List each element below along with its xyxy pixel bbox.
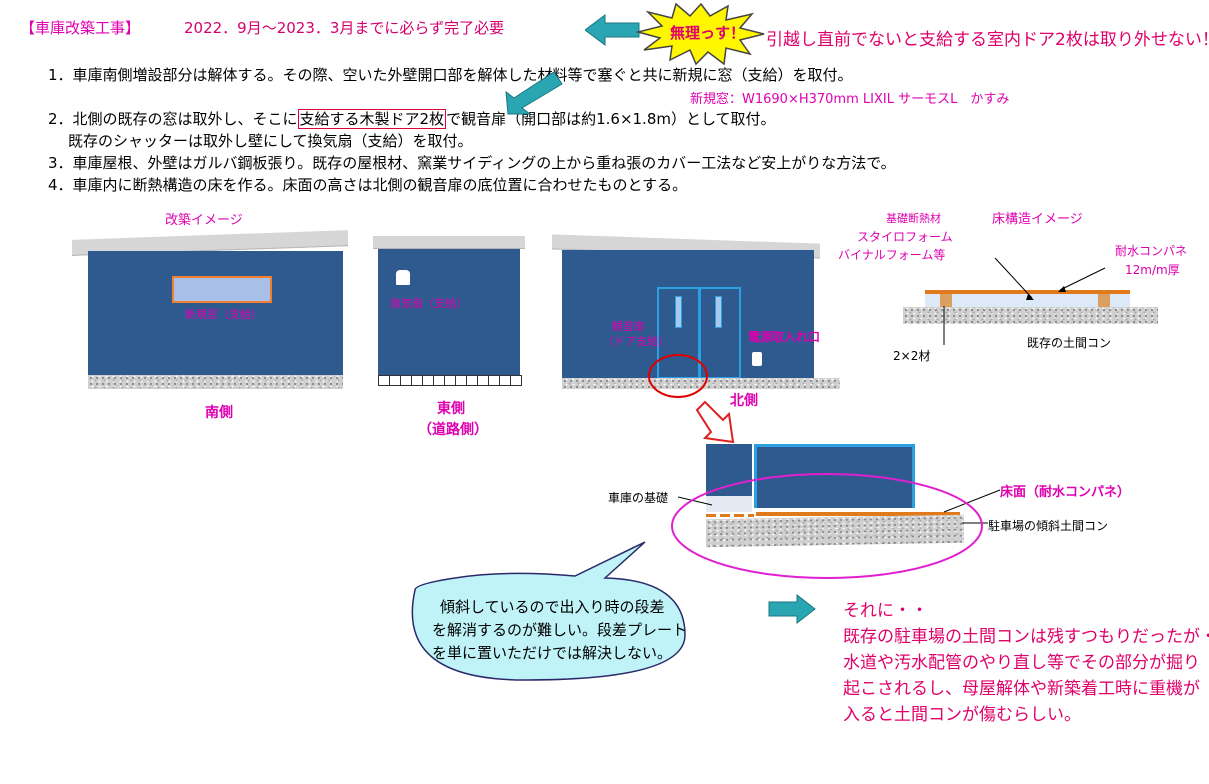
note-line-2: 既存の駐車場の土間コンは残すつもりだったが・・ (843, 627, 1209, 647)
floor-insul-2: スタイロフォーム (857, 230, 953, 244)
east-fan-label: 換気扇（支給） (390, 297, 467, 310)
floor-insul-1: 基礎断熱材 (886, 212, 941, 225)
north-outlet-label: 電源取入れ口 (748, 330, 821, 344)
detail-leader-foundation (678, 496, 713, 506)
floor-insul-3: バイナルフォーム等 (838, 248, 946, 262)
item-2-pre: 2．北側の既存の窓は取外し、そこに (48, 110, 298, 128)
header-deadline: 2022．9月～2023．3月までに必らず完了必要 (184, 19, 505, 37)
note-line-1: それに・・ (843, 601, 928, 621)
burst-shape (636, 2, 765, 66)
bubble-line-1: 傾斜しているので出入り時の段差 (440, 598, 665, 616)
detail-leader-slope (962, 522, 988, 524)
teal-arrow-diagonal-icon (505, 71, 563, 115)
item-2-post: で観音扉（開口部は約1.6×1.8m）として取付。 (446, 110, 776, 128)
bubble-line-2: を解消するのが難しい。段差プレート (432, 621, 688, 639)
floor-slab-label: 既存の土間コン (1027, 336, 1112, 350)
south-caption: 南側 (205, 405, 233, 421)
item-4: 4．車庫内に断熱構造の床を作る。床面の高さは北側の観音扉の底位置に合わせたものと… (48, 176, 688, 194)
detail-floor-panel (756, 512, 960, 516)
detail-slope-label: 駐車場の傾斜土間コン (988, 519, 1109, 533)
item-1: 1．車庫南側増設部分は解体する。その際、空いた外壁開口部を解体した材料等で塞ぐと… (48, 66, 853, 84)
detail-floor-label: 床面（耐水コンパネ） (1000, 485, 1131, 500)
burst-text: 無理っす！ (670, 24, 746, 42)
section-title: 改築イメージ (165, 213, 243, 228)
detail-highlight-ellipse (671, 473, 983, 579)
item-2-line2: 既存のシャッターは取外し壁にして換気扇（支給）を取付。 (68, 132, 473, 150)
outlet-icon (752, 352, 762, 366)
east-caption: 東側 (437, 401, 465, 417)
item-2-highlight: 支給する木製ドア2枚 (297, 109, 447, 129)
item-3: 3．車庫屋根、外壁はガルバ鋼板張り。既存の屋根材、窯業サイディングの上から重ね張… (48, 154, 896, 172)
floor-joist-left (940, 294, 952, 307)
floor-joist-label: 2×2材 (893, 349, 931, 363)
detail-foundation-base (706, 496, 752, 512)
highlight-circle (648, 354, 708, 398)
east-foundation (378, 375, 522, 386)
east-roof (373, 236, 525, 249)
speech-bubble (411, 541, 686, 681)
header-complaint: 引越し直前でないと支給する室内ドア2枚は取り外せない！ (766, 30, 1209, 50)
south-window-label: 新規窓（支給） (185, 308, 262, 321)
south-wall (88, 251, 343, 375)
detail-floor-dash (706, 514, 754, 517)
item-2: 2．北側の既存の窓は取外し、そこに支給する木製ドア2枚で観音扉（開口部は約1.6… (48, 108, 776, 129)
detail-leader-floor (943, 489, 1001, 513)
north-caption: 北側 (730, 393, 758, 409)
door-glass-left (675, 296, 682, 328)
red-arrow-down-icon (695, 400, 735, 444)
teal-arrow-left-icon (585, 14, 640, 46)
floor-panel-2: 12m/m厚 (1125, 263, 1180, 277)
bubble-line-3: を単に置いただけでは解決しない。 (432, 644, 673, 662)
note-line-4: 起こされるし、母屋解体や新築着工時に重機が (843, 679, 1200, 699)
north-door-label: 観音扉 (612, 320, 645, 333)
header-title: 【車庫改築工事】 (20, 19, 141, 37)
vent-fan-icon (396, 270, 410, 285)
floor-panel-layer (925, 290, 1130, 294)
east-wall (378, 249, 520, 375)
detail-foundation-label: 車庫の基礎 (608, 491, 669, 505)
note-line-5: 入ると土間コンが傷むらしい。 (843, 705, 1081, 725)
floor-slab (903, 307, 1158, 324)
south-ground (88, 375, 343, 389)
floor-insulation-layer (925, 294, 1130, 307)
floor-leader-lines (943, 257, 1106, 345)
north-ground (562, 378, 840, 389)
east-caption-sub: （道路側） (418, 422, 488, 438)
item-1-note: 新規窓：W1690×H370mm LIXIL サーモスL かすみ (690, 92, 1010, 107)
south-window (172, 276, 272, 303)
north-door-sub: （ドア支給） (603, 335, 669, 348)
floor-panel-1: 耐水コンパネ (1115, 244, 1188, 258)
door-glass-right (715, 296, 722, 328)
floor-joist-right (1098, 294, 1110, 307)
floor-title: 床構造イメージ (992, 212, 1083, 227)
note-line-3: 水道や汚水配管のやり直し等でその部分が掘り (843, 653, 1200, 673)
teal-arrow-right-icon (768, 594, 816, 624)
